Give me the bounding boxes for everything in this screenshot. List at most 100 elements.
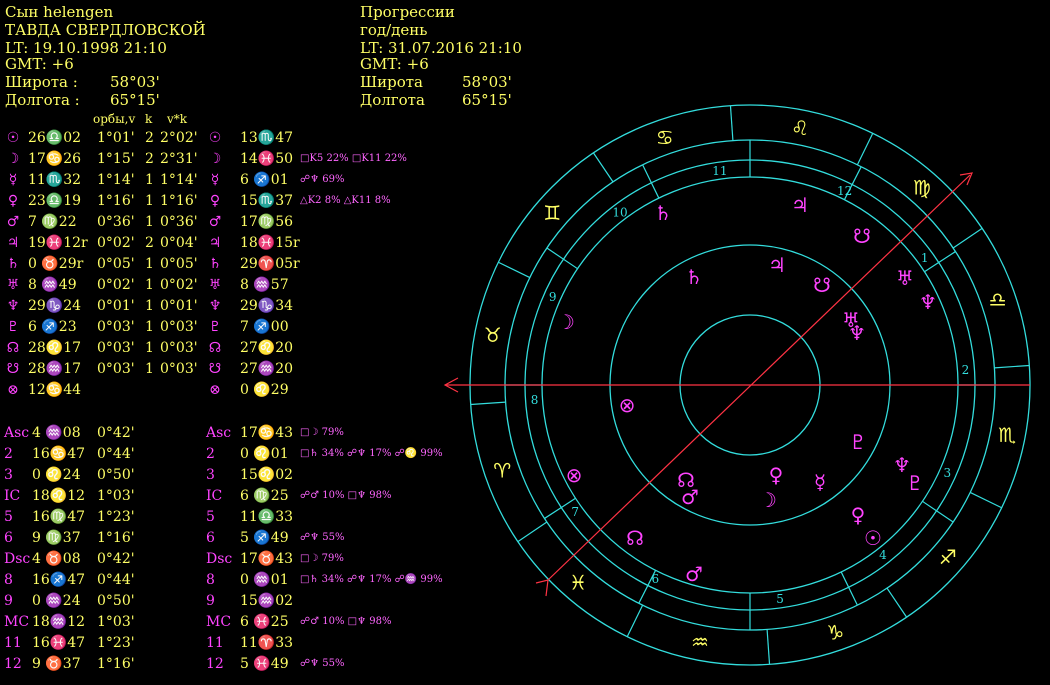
birth-lt: LT: 19.10.1998 21:10 — [5, 39, 167, 57]
ic-arrow — [535, 579, 549, 597]
progressed-position: 17♍56 — [240, 214, 294, 230]
planet-glyph-wheel: ♅ — [842, 308, 860, 332]
planet-glyph: ☋ — [208, 361, 222, 377]
orb-value: 1°14' — [97, 172, 135, 188]
house-progressed-label: 11 — [206, 635, 224, 651]
zodiac-sign-glyph: ♉ — [484, 323, 502, 347]
progressed-position: 15♏37 — [240, 193, 294, 209]
planet-glyph-wheel: ♅ — [896, 266, 914, 290]
planet-row: ⊗12♋44⊗0 ♌29 — [0, 380, 450, 400]
progressed-position: 27♒20 — [240, 361, 294, 377]
house-orb: 1°16' — [97, 530, 135, 546]
sign-divider — [470, 401, 506, 406]
birth-gmt: GMT: +6 — [5, 55, 74, 73]
house-number: 9 — [549, 290, 557, 304]
natal-position: 12♋44 — [28, 382, 82, 398]
natal-position: 7 ♍22 — [28, 214, 77, 230]
progressed-position: 7 ♐00 — [240, 319, 289, 335]
house-cusp — [840, 571, 858, 606]
zodiac-sign-glyph: ♍ — [913, 175, 931, 199]
house-progressed-position: 0 ♒01 — [240, 572, 289, 588]
house-progressed-position: 0 ♌01 — [240, 446, 289, 462]
progression-longitude-label: Долгота — [360, 91, 425, 109]
progressed-position: 14♓50 — [240, 151, 294, 167]
house-natal-position: 9 ♍37 — [32, 530, 81, 546]
house-label: 3 — [4, 467, 13, 483]
house-progressed-position: 5 ♐49 — [240, 530, 289, 546]
k-value: 1 — [145, 277, 154, 293]
house-natal-position: 16♋47 — [32, 446, 86, 462]
natal-position: 28♒17 — [28, 361, 82, 377]
planet-glyph: ♀ — [7, 193, 19, 209]
planet-glyph: ♄ — [208, 256, 222, 272]
house-orb: 1°23' — [97, 509, 135, 525]
orb-value: 0°02' — [97, 235, 135, 251]
house-natal-position: 16♍47 — [32, 509, 86, 525]
planet-glyph: ☿ — [210, 172, 220, 188]
house-progressed-position: 11♎33 — [240, 509, 294, 525]
house-orb: 0°42' — [97, 425, 135, 441]
house-progressed-position: 6 ♓25 — [240, 614, 289, 630]
house-aspect-list: ☍♆ 55% — [300, 658, 345, 669]
planet-glyph-wheel: ⊗ — [619, 393, 636, 417]
planet-glyph-wheel: ♄ — [685, 265, 703, 289]
natal-position: 29♑24 — [28, 298, 82, 314]
planet-glyph-wheel: ♂ — [685, 562, 703, 586]
natal-position: 17♋26 — [28, 151, 82, 167]
asc-arrow — [443, 377, 459, 393]
house-number: 3 — [944, 466, 952, 480]
sign-divider — [626, 604, 644, 637]
sign-divider — [886, 587, 908, 618]
latitude-label: Широта : — [5, 73, 78, 91]
planet-glyph: ☽ — [208, 151, 222, 167]
house-label: 2 — [4, 446, 13, 462]
house-cusp — [843, 166, 862, 200]
planet-glyph: ⊗ — [209, 382, 221, 398]
planet-glyph: ♇ — [208, 319, 222, 335]
zodiac-sign-glyph: ♈ — [493, 458, 511, 482]
zodiac-sign-glyph: ♓ — [569, 571, 587, 595]
sign-divider — [766, 629, 771, 665]
planet-glyph-wheel: ☉ — [864, 526, 882, 550]
natal-position: 19♓12r — [28, 235, 88, 251]
house-aspect-list: □☽ 79% — [300, 553, 344, 564]
planet-glyph-wheel: ♆ — [919, 290, 937, 314]
house-label: 5 — [4, 509, 13, 525]
house-progressed-label: 5 — [206, 509, 215, 525]
house-progressed-label: 8 — [206, 572, 215, 588]
planet-glyph: ☽ — [6, 151, 20, 167]
progression-latitude-value: 58°03' — [462, 73, 512, 91]
planet-glyph-wheel: ☋ — [853, 224, 871, 248]
house-number: 6 — [651, 572, 659, 586]
progressed-position: 13♏47 — [240, 130, 294, 146]
vk-value: 0°36' — [160, 214, 198, 230]
planet-glyph: ♆ — [6, 298, 20, 314]
planet-glyph-wheel: ♀ — [851, 503, 866, 527]
sign-divider — [498, 261, 531, 279]
planet-glyph: ☊ — [6, 340, 20, 356]
vk-value: 0°03' — [160, 361, 198, 377]
house-number: 10 — [612, 205, 627, 219]
k-value: 2 — [145, 151, 154, 167]
house-number: 5 — [776, 592, 784, 606]
house-orb: 1°03' — [97, 614, 135, 630]
progressed-position: 8 ♒57 — [240, 277, 289, 293]
house-orb: 1°03' — [97, 488, 135, 504]
house-orb: 0°50' — [97, 593, 135, 609]
house-natal-position: 0 ♒24 — [32, 593, 81, 609]
k-value: 1 — [145, 319, 154, 335]
house-progressed-position: 17♉43 — [240, 551, 294, 567]
k-value: 1 — [145, 214, 154, 230]
vk-value: 1°14' — [160, 172, 198, 188]
